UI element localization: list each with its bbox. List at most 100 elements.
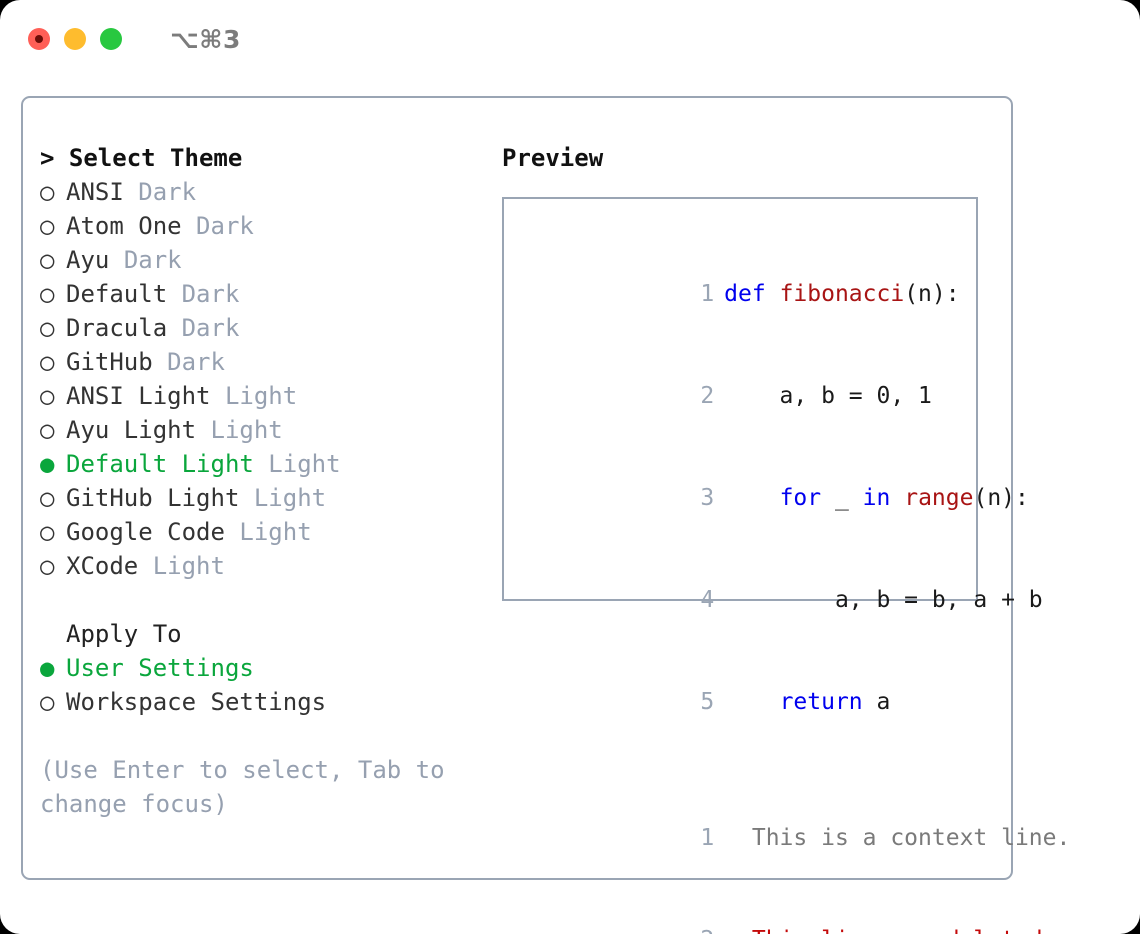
theme-name: Google Code (66, 518, 225, 546)
theme-list-item[interactable]: ○ Default Dark (40, 277, 490, 311)
theme-picker-header: > Select Theme (40, 144, 243, 172)
diff-line-deleted: 2 - This line was deleted. (522, 889, 1056, 934)
theme-list-item[interactable]: ○ ANSI Dark (40, 175, 490, 209)
theme-name: ANSI (66, 178, 124, 206)
theme-name: GitHub (66, 348, 153, 376)
apply-to-label: Apply To (66, 620, 182, 648)
theme-mode-tag: Dark (181, 314, 240, 342)
radio-icon: ○ (40, 484, 55, 512)
line-number: 1 (700, 825, 715, 851)
theme-name: GitHub Light (66, 484, 240, 512)
theme-mode-tag: Light (152, 552, 225, 580)
code-token-keyword: def (724, 281, 780, 307)
theme-mode-tag: Dark (123, 246, 182, 274)
radio-icon-selected: ● (40, 450, 55, 478)
keyboard-hint-text: (Use Enter to select, Tab to change focu… (40, 756, 460, 818)
code-token-keyword: return (779, 689, 863, 715)
theme-name: Ayu (66, 246, 110, 274)
code-token-plain (724, 689, 779, 715)
theme-list-item[interactable]: ○ GitHub Light Light (40, 481, 490, 515)
theme-list-item[interactable]: ○ GitHub Dark (40, 345, 490, 379)
theme-list-item[interactable]: ○ Ayu Dark (40, 243, 490, 277)
code-token-function: fibonacci (779, 281, 905, 307)
line-number: 2 (700, 383, 715, 409)
theme-mode-tag: Light (224, 382, 298, 410)
apply-to-option-label: User Settings (66, 654, 254, 682)
radio-icon: ○ (40, 382, 55, 410)
theme-mode-tag: Dark (181, 280, 240, 308)
diff-text: - This line was deleted. (724, 927, 1056, 934)
code-token-plain: a, b = 0, 1 (724, 383, 932, 409)
theme-mode-tag: Dark (167, 348, 225, 376)
line-number: 3 (700, 485, 715, 511)
code-line: 2 a, b = 0, 1 (522, 345, 976, 447)
line-number: 1 (700, 281, 715, 307)
traffic-lights (28, 28, 122, 50)
title-bar: ⌥⌘3 (0, 0, 1140, 78)
close-button[interactable] (28, 28, 50, 50)
line-number: 4 (700, 587, 715, 613)
diff-line-context: 1 This is a context line. (522, 787, 1070, 889)
theme-name: Dracula (66, 314, 168, 342)
code-token-keyword: in (862, 485, 891, 511)
code-token-plain: (n): (904, 281, 960, 307)
radio-icon: ○ (40, 178, 55, 206)
line-number: 5 (700, 689, 715, 715)
diff-text: This is a context line. (724, 825, 1071, 851)
maximize-button[interactable] (100, 28, 122, 50)
theme-mode-tag: Dark (138, 178, 197, 206)
code-line: 4 a, b = b, a + b (522, 549, 1042, 651)
line-number: 2 (688, 923, 714, 934)
theme-mode-tag: Light (239, 518, 312, 546)
theme-name: Ayu Light (66, 416, 197, 444)
radio-icon-selected: ● (40, 654, 55, 682)
theme-list-item[interactable]: ○ XCode Light (40, 549, 490, 583)
radio-icon: ○ (40, 518, 55, 546)
code-token-plain (890, 485, 904, 511)
theme-list-item[interactable]: ○ ANSI Light Light (40, 379, 490, 413)
theme-list-item[interactable]: ○ Ayu Light Light (40, 413, 490, 447)
theme-list-item[interactable]: ○ Google Code Light (40, 515, 490, 549)
dialog-frame: > Select Theme ○ ANSI Dark ○ Atom One Da… (21, 96, 1070, 934)
apply-to-option-workspace-settings[interactable]: ○ Workspace Settings (40, 685, 490, 719)
code-token-plain: a, b = b, a + b (724, 587, 1043, 613)
radio-icon: ○ (40, 212, 55, 240)
radio-icon: ○ (40, 348, 55, 376)
code-line: 5 return a (522, 651, 976, 753)
radio-icon: ○ (40, 552, 55, 580)
theme-mode-tag: Light (268, 450, 341, 478)
code-token-plain: (n): (973, 485, 1029, 511)
theme-name: XCode (66, 552, 139, 580)
code-token-plain (724, 485, 779, 511)
radio-icon: ○ (40, 314, 55, 342)
spacer (40, 583, 490, 617)
code-token-plain: a (862, 689, 891, 715)
keyboard-shortcut-label: ⌥⌘3 (170, 24, 241, 54)
theme-name: Default Light (66, 450, 254, 478)
radio-icon: ○ (40, 416, 55, 444)
apply-to-option-label: Workspace Settings (66, 688, 327, 716)
apply-to-option-user-settings[interactable]: ● User Settings (40, 651, 490, 685)
code-token-function: range (904, 485, 974, 511)
code-line: 3 for _ in range(n): (522, 447, 1029, 549)
code-blank-line (522, 753, 976, 787)
code-token-keyword: for (779, 485, 822, 511)
theme-picker-panel: > Select Theme ○ ANSI Dark ○ Atom One Da… (40, 141, 490, 821)
theme-mode-tag: Light (210, 416, 283, 444)
code-line: 1 def fibonacci(n): (522, 243, 976, 345)
theme-name: Default (66, 280, 168, 308)
theme-mode-tag: Light (253, 484, 327, 512)
theme-name: Atom One (66, 212, 182, 240)
preview-title: Preview (502, 144, 604, 172)
theme-list-item[interactable]: ○ Dracula Dark (40, 311, 490, 345)
radio-icon: ○ (40, 688, 55, 716)
theme-list-item[interactable]: ○ Atom One Dark (40, 209, 490, 243)
radio-icon: ○ (40, 280, 55, 308)
theme-list-item-selected[interactable]: ● Default Light Light (40, 447, 490, 481)
minimize-button[interactable] (64, 28, 86, 50)
theme-name: ANSI Light (66, 382, 211, 410)
theme-mode-tag: Dark (196, 212, 254, 240)
